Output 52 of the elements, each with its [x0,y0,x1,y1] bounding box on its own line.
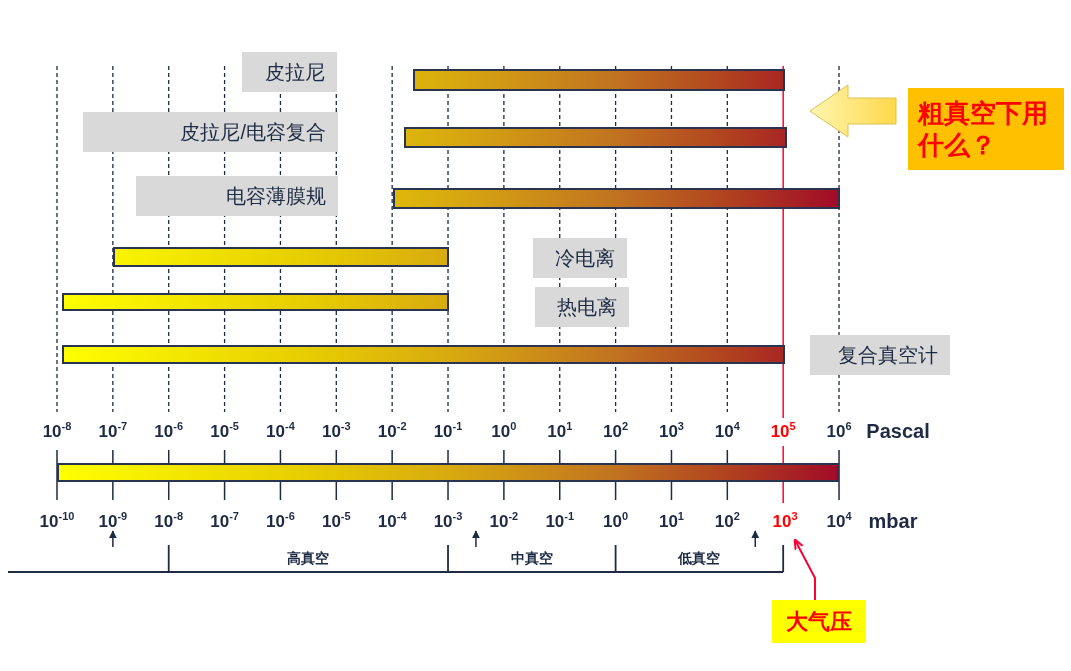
tick-label: 10$^{-3}$ [433,510,463,532]
range-bar [62,293,449,311]
leader-line [793,538,816,601]
tick-label: 10$^{-4}$ [266,420,295,442]
range-bar [113,247,449,267]
tick-label: 10$^{1}$ [547,420,573,442]
tick-label: 10$^{-6}$ [266,510,295,532]
tick-label: 10$^{0}$ [603,510,629,532]
tick-label: 10$^{-4}$ [377,510,407,532]
unit-label: Pascal [866,420,930,443]
tick-label: 10$^{2}$ [603,420,629,442]
block-arrow [809,84,897,138]
tick-label: 10$^{-6}$ [154,420,184,442]
tick-label: 10$^{2}$ [714,510,740,532]
label-box: 皮拉尼 [242,52,337,92]
tick-label: 10$^{-2}$ [377,420,407,442]
tick-label: 10$^{4}$ [826,510,852,532]
range-bar [404,127,787,148]
tick-label: 10$^{-3}$ [321,420,351,442]
tick-label: 10$^{-10}$ [39,510,75,532]
tick-label: 10$^{-2}$ [489,510,519,532]
label-box: 热电离 [535,287,629,327]
range-bar [413,69,785,91]
tick-label: 10$^{0}$ [491,420,517,442]
range-label: 中真空 [510,550,553,568]
tick-label: 10$^{5}$ [770,420,796,442]
label-box: 冷电离 [533,238,627,278]
range-label: 低真空 [678,550,721,568]
label-box: 电容薄膜规 [136,176,338,216]
range-bar [393,188,840,209]
tick-label: 10$^{3}$ [772,510,798,532]
tick-label: 10$^{-8}$ [154,510,184,532]
tick-label: 10$^{1}$ [658,510,684,532]
tick-label: 10$^{-7}$ [98,420,128,442]
unit-label: mbar [868,510,918,533]
tick-label: 10$^{-5}$ [210,420,239,442]
tick-label: 10$^{4}$ [714,420,740,442]
tick-label: 10$^{6}$ [826,420,852,442]
tick-label: 10$^{-7}$ [210,510,239,532]
label-box: 皮拉尼/电容复合 [83,112,338,152]
range-bar [57,463,839,482]
callout-box: 粗真空下用什么？ [908,88,1064,170]
range-bar [62,345,785,364]
callout-box: 大气压 [772,600,866,643]
tick-label: 10$^{-1}$ [433,420,463,442]
tick-label: 10$^{-9}$ [98,510,128,532]
label-box: 复合真空计 [810,335,950,375]
tick-label: 10$^{-1}$ [545,510,575,532]
range-label: 高真空 [287,550,330,568]
tick-label: 10$^{-5}$ [321,510,351,532]
tick-label: 10$^{3}$ [658,420,684,442]
tick-label: 10$^{-8}$ [42,420,72,442]
